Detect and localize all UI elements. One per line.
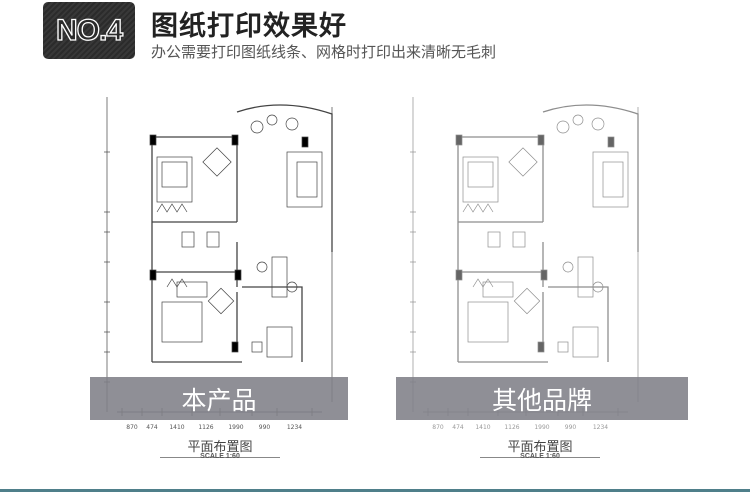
plan-line (266, 114, 278, 126)
plan-line (577, 256, 594, 298)
plan-line (250, 120, 264, 134)
dimension-label: 1126 (504, 424, 519, 431)
plan-line (592, 151, 629, 208)
dimension-label: 870 (126, 424, 138, 431)
plan-scale-other: SCALE 1:60 (520, 453, 560, 460)
plan-line (537, 341, 545, 353)
dimension-label: 1234 (287, 424, 302, 431)
plan-line (591, 117, 605, 131)
number-badge: NO.4 (43, 2, 135, 59)
dimension-label: 1410 (475, 424, 490, 431)
dimension-label: 1234 (593, 424, 608, 431)
dimension-label: 1126 (198, 424, 213, 431)
section-subtitle: 办公需要打印图纸线条、网格时打印出来清晰无毛刺 (151, 43, 497, 61)
dimension-label: 990 (259, 424, 271, 431)
plan-line (231, 134, 239, 146)
plan-line (487, 231, 501, 248)
plan-line (512, 231, 526, 248)
plan-scale-ours: SCALE 1:60 (200, 453, 240, 460)
plan-line (161, 161, 188, 188)
floor-plan-other: 870 474 1410 1126 1990 990 1234 (398, 92, 668, 437)
plan-line (562, 261, 574, 273)
plan-line (176, 281, 208, 298)
plan-line (572, 326, 599, 358)
plan-line (206, 231, 220, 248)
dimension-label: 1410 (169, 424, 184, 431)
plan-line (556, 120, 570, 134)
label-other-brand: 其他品牌 (396, 377, 688, 420)
plan-line (455, 134, 463, 146)
plan-line (607, 136, 615, 148)
plan-line (467, 301, 509, 343)
plan-line (572, 114, 584, 126)
dimension-label: 1990 (534, 424, 549, 431)
plan-line (149, 269, 157, 281)
plan-line (455, 269, 463, 281)
plan-line (467, 161, 494, 188)
plan-line (508, 147, 538, 177)
plan-line (286, 281, 298, 293)
dimension-label: 474 (146, 424, 158, 431)
plan-line (231, 341, 239, 353)
plan-line (266, 326, 293, 358)
badge-text: NO.4 (55, 13, 123, 47)
plan-line (301, 136, 309, 148)
plan-line (540, 269, 548, 281)
plan-line (149, 134, 157, 146)
plan-line (557, 341, 569, 353)
plan-line (286, 151, 323, 208)
plan-line (251, 341, 263, 353)
plan-line (181, 231, 195, 248)
dimension-label: 990 (565, 424, 577, 431)
floor-plan-ours: 870 474 1410 1126 1990 990 1234 (92, 92, 362, 437)
dimension-label: 870 (432, 424, 444, 431)
dimension-label: 1990 (228, 424, 243, 431)
plan-line (256, 261, 268, 273)
bottom-divider (0, 489, 750, 492)
plan-line (156, 156, 193, 203)
plan-line (202, 147, 232, 177)
plan-line (482, 281, 514, 298)
plan-line (271, 256, 288, 298)
plan-line (151, 104, 333, 363)
label-our-product: 本产品 (90, 377, 348, 420)
dimension-label: 474 (452, 424, 464, 431)
plan-line (537, 134, 545, 146)
plan-line (161, 301, 203, 343)
plan-line (592, 281, 604, 293)
plan-caption-ours: 平面布置图 (160, 436, 280, 458)
plan-line (234, 269, 242, 281)
plan-line (156, 203, 188, 288)
plan-line (457, 104, 639, 363)
plan-line (513, 287, 541, 315)
plan-line (207, 287, 235, 315)
plan-line (462, 156, 499, 203)
plan-line (602, 161, 624, 198)
section-title: 图纸打印效果好 (151, 11, 347, 42)
plan-line (296, 161, 318, 198)
plan-line (285, 117, 299, 131)
plan-caption-other: 平面布置图 (480, 436, 600, 458)
plan-line (462, 203, 494, 288)
